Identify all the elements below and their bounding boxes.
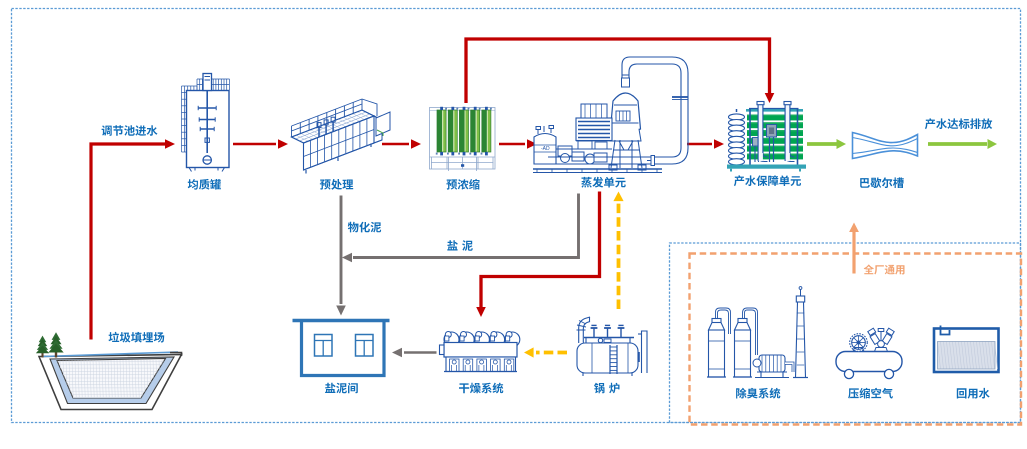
svg-text:-AD: -AD: [541, 146, 550, 152]
